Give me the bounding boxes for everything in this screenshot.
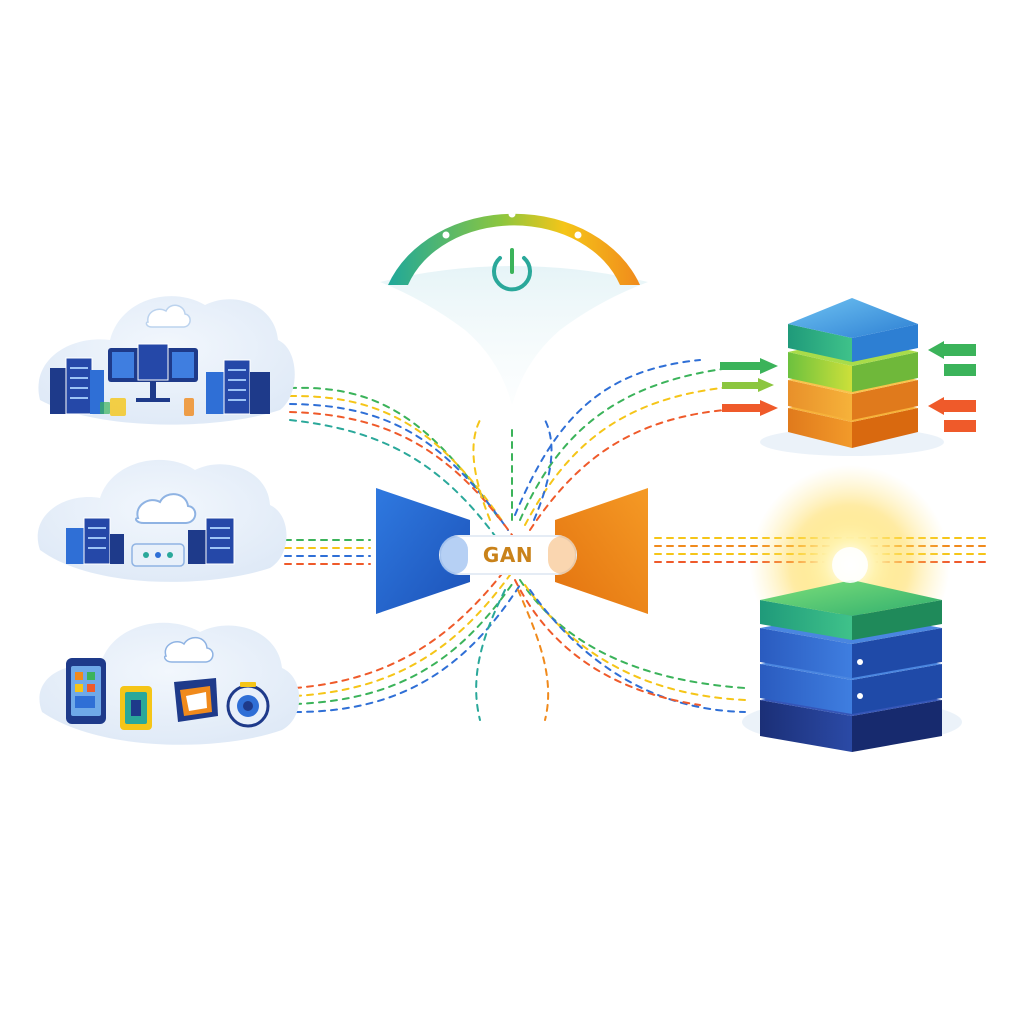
device-icon <box>100 402 110 414</box>
devices-cloud <box>39 622 300 745</box>
server-rack-icon <box>188 517 235 565</box>
smartphone-icon <box>66 658 106 724</box>
server-rack-icon <box>206 359 270 415</box>
device-icon <box>110 398 126 416</box>
gauge-tick <box>442 231 450 239</box>
flow-lines <box>284 359 986 721</box>
arrow-icon <box>722 378 774 392</box>
gan-connector <box>439 535 577 575</box>
camera-icon <box>226 682 270 728</box>
indicator-dot <box>857 693 863 699</box>
monitor-icon <box>108 343 198 402</box>
arrow-icon <box>928 341 976 376</box>
connector-right-cap <box>548 536 576 574</box>
generator-funnel-icon <box>376 488 470 614</box>
indicator-dot <box>857 659 863 665</box>
cloud-icon <box>135 493 197 524</box>
glowing-server-stack <box>742 465 962 752</box>
tablet-icon <box>120 686 152 730</box>
discriminator-funnel-icon <box>555 488 648 614</box>
arrow-icon <box>722 400 778 416</box>
small-cloud-icon <box>145 304 191 328</box>
network-cloud <box>37 459 287 582</box>
power-gauge <box>380 210 648 405</box>
gan-core <box>376 488 648 614</box>
gan-label: GAN <box>482 543 534 567</box>
gauge-funnel <box>380 266 648 405</box>
arrow-icon <box>720 358 778 374</box>
device-icon <box>184 398 194 416</box>
power-icon <box>492 248 532 292</box>
gauge-tick <box>574 231 582 239</box>
gauge-arc <box>388 213 640 285</box>
laptop-icon <box>174 678 218 722</box>
connector-left-cap <box>440 536 468 574</box>
arrow-icon <box>928 397 976 432</box>
gauge-tick <box>508 210 516 218</box>
data-center-cloud <box>38 296 295 425</box>
router-icon <box>131 543 185 567</box>
colored-layer-stack <box>760 298 944 456</box>
server-rack-icon <box>66 517 124 565</box>
small-cloud-icon <box>163 636 214 663</box>
